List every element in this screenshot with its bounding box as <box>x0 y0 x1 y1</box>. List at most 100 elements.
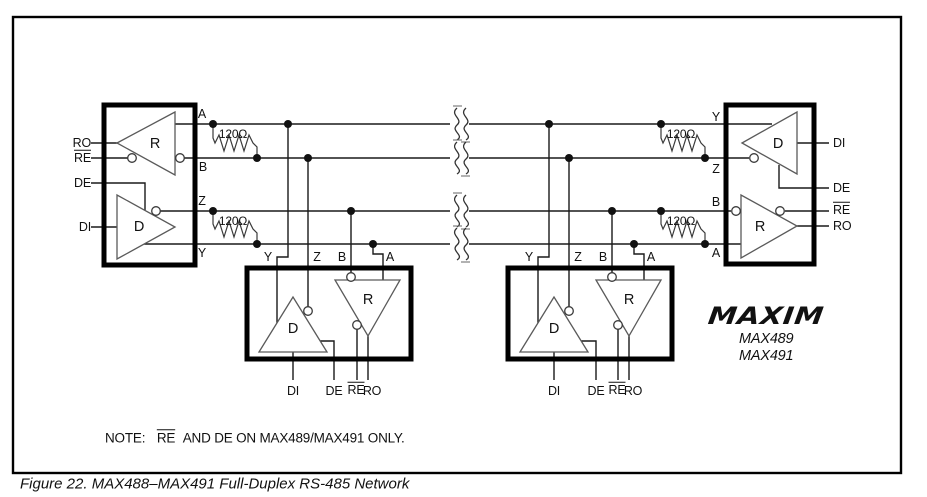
wire-slave2-y <box>537 124 550 323</box>
junction-dot <box>347 207 355 215</box>
logo-model-max491: MAX491 <box>739 347 794 364</box>
note-prefix: NOTE: <box>105 430 146 446</box>
bubble-re-slave2 <box>613 320 623 330</box>
bubble-z-left <box>151 206 161 216</box>
driver-letter-slave1: D <box>287 320 299 337</box>
figure-border <box>11 15 903 475</box>
right-transceiver-box <box>723 102 817 267</box>
junction-dot <box>253 240 261 248</box>
pin-label-di-left: DI <box>78 219 91 234</box>
receiver-letter-slave1: R <box>362 291 374 308</box>
junction-dot <box>304 154 312 162</box>
bubble-re-slave1 <box>352 320 362 330</box>
driver-triangle-left <box>116 193 177 261</box>
terminal-label-z-slave2: Z <box>574 249 582 264</box>
wire-slave2-de <box>581 340 597 380</box>
junction-dot <box>565 154 573 162</box>
terminal-label-y-right: Y <box>711 109 721 124</box>
terminal-label-a-slave2: A <box>646 249 656 264</box>
pin-label-ro-slave2: RO <box>623 383 643 398</box>
terminal-label-b-slave1: B <box>337 249 347 264</box>
wire-slave1-a <box>372 244 384 281</box>
terminal-label-z-slave1: Z <box>313 249 321 264</box>
junction-dot <box>657 120 665 128</box>
terminal-label-a-slave1: A <box>385 249 395 264</box>
pin-label-de-right: DE <box>833 180 850 195</box>
pin-label-re-slave2: RE <box>608 382 626 397</box>
wire-slave1-y <box>276 124 289 323</box>
pin-label-de-slave2: DE <box>587 383 605 398</box>
bubble-re-right <box>775 206 785 216</box>
bubble-z-slave2 <box>564 306 574 316</box>
receiver-letter-right: R <box>754 218 766 235</box>
junction-dot <box>657 207 665 215</box>
cable-break-marks <box>449 105 471 263</box>
pin-label-re-left: RE <box>74 150 91 165</box>
break-mark-line3 <box>449 192 471 230</box>
bubble-b-slave1 <box>346 272 356 282</box>
terminal-label-y-slave2: Y <box>524 249 534 264</box>
pin-label-di-slave2: DI <box>547 383 561 398</box>
receiver-triangle-right <box>740 193 799 260</box>
note-re-pin: RE <box>156 430 176 446</box>
terminal-label-b-left: B <box>198 159 208 174</box>
inversion-bubbles <box>127 153 785 330</box>
bus-wires <box>144 123 772 245</box>
pin-label-de-slave1: DE <box>325 383 343 398</box>
resistor-value-left-bottom: 120Ω <box>218 214 248 228</box>
gate-triangles <box>115 110 799 353</box>
junction-dot <box>209 207 217 215</box>
slave2-box <box>505 265 675 362</box>
junction-dot <box>545 120 553 128</box>
junction-dot <box>284 120 292 128</box>
driver-triangle-right <box>740 110 798 176</box>
bubble-b-slave2 <box>607 272 617 282</box>
receiver-triangle-left <box>115 110 176 177</box>
note-rest: AND DE ON MAX489/MAX491 ONLY. <box>182 430 405 446</box>
left-transceiver-box <box>101 102 198 268</box>
bubble-re-left <box>127 153 137 163</box>
driver-triangle-slave2 <box>518 295 590 353</box>
junction-dot <box>701 154 709 162</box>
junction-dot <box>630 240 638 248</box>
break-mark-line4 <box>449 225 471 263</box>
junction-dot <box>253 154 261 162</box>
break-mark-line2 <box>449 139 471 177</box>
pin-label-ro-right: RO <box>833 218 852 233</box>
break-mark-line1 <box>449 105 471 143</box>
pin-label-re-right: RE <box>833 202 850 217</box>
terminal-label-z-right: Z <box>712 161 720 176</box>
junction-dot <box>369 240 377 248</box>
terminal-label-z-left: Z <box>198 193 206 208</box>
resistor-value-right-top: 120Ω <box>666 127 696 141</box>
receiver-letter-left: R <box>149 135 161 152</box>
pin-label-de-left: DE <box>74 175 91 190</box>
terminal-label-a-left: A <box>197 106 207 121</box>
logo-model-max489: MAX489 <box>739 330 794 347</box>
driver-letter-right: D <box>772 135 784 152</box>
terminal-label-a-right: A <box>711 245 721 260</box>
resistor-value-right-bottom: 120Ω <box>666 214 696 228</box>
wire-de-left <box>91 182 146 211</box>
bubble-z-slave1 <box>303 306 313 316</box>
junction-dot <box>701 240 709 248</box>
bubble-b-left <box>175 153 185 163</box>
bubble-b-right <box>731 206 741 216</box>
driver-letter-slave2: D <box>548 320 560 337</box>
pin-label-di-right: DI <box>833 135 846 150</box>
note-text: NOTE: RE AND DE ON MAX489/MAX491 ONLY. <box>105 431 405 445</box>
resistor-value-left-top: 120Ω <box>218 127 248 141</box>
receiver-triangle-slave2 <box>594 279 663 338</box>
pin-label-ro-slave1: RO <box>362 383 382 398</box>
wire-slave2-a <box>633 244 645 281</box>
maxim-logo: MAXIM <box>706 302 826 330</box>
receiver-triangle-slave1 <box>333 279 402 338</box>
junction-dot <box>608 207 616 215</box>
terminal-label-y-slave1: Y <box>263 249 273 264</box>
pin-label-di-slave1: DI <box>286 383 300 398</box>
driver-letter-left: D <box>133 218 145 235</box>
pin-label-ro-left: RO <box>72 135 92 150</box>
driver-triangle-slave1 <box>257 295 329 353</box>
